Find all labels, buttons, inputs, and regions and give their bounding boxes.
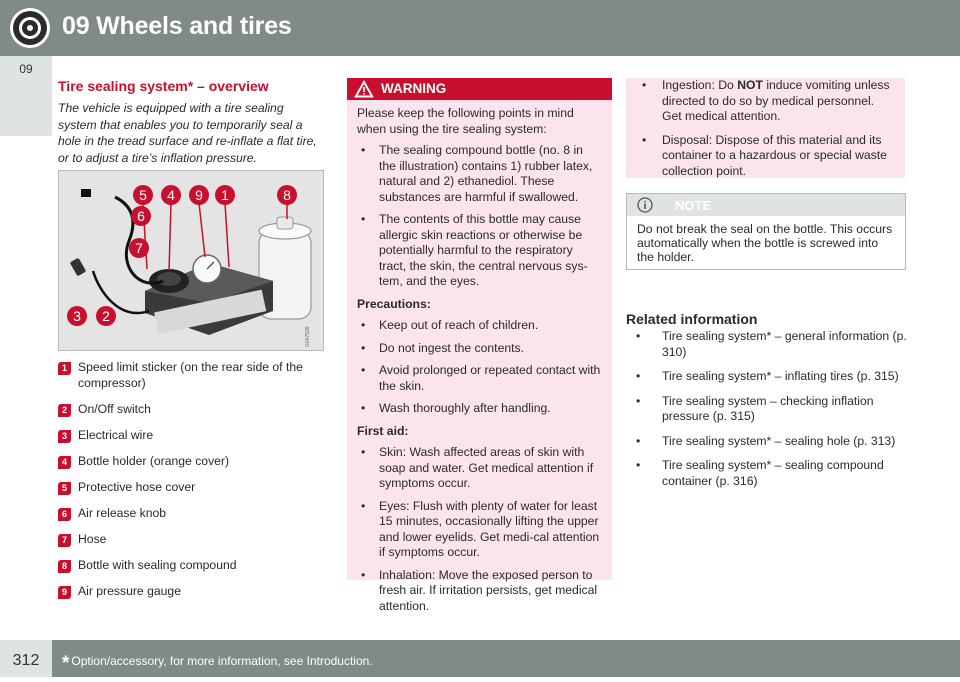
note-text: Do not break the seal on the bottle. Thi… — [637, 222, 893, 264]
svg-text:3: 3 — [73, 308, 81, 324]
note-box: NOTE Do not break the seal on the bottle… — [626, 193, 906, 270]
kit-drawing: 5 4 9 1 8 6 7 3 2 G047539 — [59, 171, 323, 350]
chapter-number: 09 — [19, 62, 33, 76]
note-title: NOTE — [675, 198, 712, 213]
related-link[interactable]: Tire sealing system* – inflating tires (… — [626, 369, 908, 385]
related-links: Tire sealing system* – general informati… — [626, 329, 908, 489]
warning-intro: Please keep the following points in mind… — [357, 106, 574, 136]
svg-text:6: 6 — [137, 208, 145, 224]
related-link[interactable]: Tire sealing system* – general informati… — [626, 329, 908, 360]
chapter-tab: 09 — [0, 56, 52, 136]
svg-text:4: 4 — [167, 187, 175, 203]
callout-4: 4 — [161, 185, 181, 205]
precautions-list: Keep out of reach of children. Do not in… — [357, 318, 602, 417]
list-item: Eyes: Flush with plenty of water for lea… — [357, 499, 602, 561]
warning-header: WARNING — [347, 78, 612, 100]
list-item: Avoid prolonged or repeated contact with… — [357, 363, 602, 394]
svg-text:9: 9 — [195, 187, 203, 203]
callout-9: 9 — [189, 185, 209, 205]
figure-code: G047539 — [305, 326, 311, 347]
list-item: The contents of this bottle may cause al… — [357, 212, 602, 290]
precautions-heading: Precautions: — [357, 296, 431, 311]
list-item: Wash thoroughly after handling. — [357, 401, 602, 417]
callout-6: 6 — [131, 206, 151, 226]
callout-5: 5 — [133, 185, 153, 205]
list-item: Inhalation: Move the exposed person to f… — [357, 568, 602, 615]
list-item: Keep out of reach of children. — [357, 318, 602, 334]
callout-2: 2 — [96, 306, 116, 326]
warning-continued: Ingestion: Do NOT induce vomiting unless… — [626, 78, 905, 178]
related-link[interactable]: Tire sealing system* – sealing hole (p. … — [626, 434, 908, 450]
note-header: NOTE — [627, 194, 905, 216]
page-number: 312 — [0, 640, 52, 677]
related-information: Related information Tire sealing system*… — [626, 311, 908, 498]
related-link[interactable]: Tire sealing system* – sealing compound … — [626, 458, 908, 489]
list-item: Do not ingest the contents. — [357, 341, 602, 357]
callout-8: 8 — [277, 185, 297, 205]
page-footer: 312 *Option/accessory, for more informat… — [0, 640, 960, 677]
svg-text:5: 5 — [139, 187, 147, 203]
section-title: Tire sealing system* – overview — [58, 78, 269, 94]
svg-text:1: 1 — [221, 187, 229, 203]
first-aid-heading: First aid: — [357, 423, 409, 438]
list-item: The sealing compound bottle (no. 8 in th… — [357, 143, 602, 205]
related-title: Related information — [626, 311, 758, 327]
callout-7: 7 — [129, 238, 149, 258]
footnote: *Option/accessory, for more information,… — [62, 653, 373, 674]
chapter-title: 09 Wheels and tires — [62, 12, 292, 40]
list-item: Skin: Wash affected areas of skin with s… — [357, 445, 602, 492]
wheel-icon — [10, 8, 50, 48]
tire-sealing-kit-illustration: 5 4 9 1 8 6 7 3 2 G047539 — [58, 170, 324, 351]
section-intro: The vehicle is equipped with a tire seal… — [58, 101, 317, 165]
warning-points: The sealing compound bottle (no. 8 in th… — [357, 143, 602, 290]
svg-text:7: 7 — [135, 240, 143, 256]
page-header: 09 Wheels and tires — [0, 0, 960, 56]
list-item: Ingestion: Do NOT induce vomiting unless… — [636, 78, 895, 125]
first-aid-list: Skin: Wash affected areas of skin with s… — [357, 445, 602, 614]
warning-box: WARNING Please keep the following points… — [347, 78, 612, 613]
info-icon — [637, 197, 653, 213]
warning-body: Please keep the following points in mind… — [347, 100, 612, 614]
warning-title: WARNING — [381, 81, 447, 96]
list-item: Disposal: Dispose of this material and i… — [636, 133, 895, 180]
svg-text:2: 2 — [102, 308, 110, 324]
warning-icon — [354, 80, 374, 98]
callout-3: 3 — [67, 306, 87, 326]
svg-text:8: 8 — [283, 187, 291, 203]
callout-1: 1 — [215, 185, 235, 205]
related-link[interactable]: Tire sealing system – checking inflation… — [626, 394, 908, 425]
overview-section: Tire sealing system* – overview The vehi… — [58, 78, 322, 166]
